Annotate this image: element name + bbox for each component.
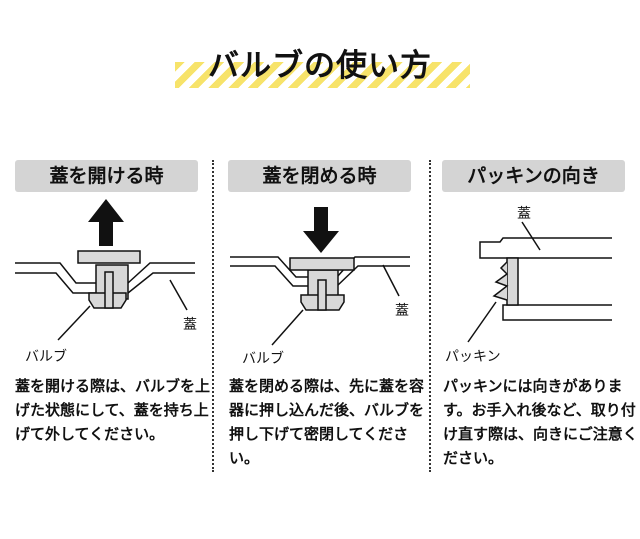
lid-label: 蓋: [183, 317, 197, 333]
heading-gasket: パッキンの向き: [442, 160, 625, 192]
lid-label: 蓋: [395, 303, 409, 319]
up-arrow-icon: [88, 199, 124, 246]
divider: [212, 160, 214, 472]
open-instructions: 蓋を開ける際は、バルブを上げた状態にして、蓋を持ち上げて外してください。: [15, 377, 211, 443]
title-stripe: [175, 62, 470, 88]
open-illustration: [15, 199, 195, 341]
gasket-illustration: [467, 221, 612, 343]
page-title: バルブの使い方: [208, 48, 432, 84]
gasket-instructions: パッキンには向きがあります。お手入れ後など、取り付け直す際は、向きにご注意くださ…: [443, 377, 638, 467]
gasket-label: パッキン: [445, 349, 501, 365]
divider: [429, 160, 431, 472]
heading-close: 蓋を閉める時: [228, 160, 411, 192]
valve-label: バルブ: [25, 349, 67, 365]
lid-label: 蓋: [517, 206, 531, 222]
heading-open: 蓋を開ける時: [15, 160, 198, 192]
down-arrow-icon: [303, 207, 339, 253]
valve-label: バルブ: [242, 351, 284, 367]
close-instructions: 蓋を閉める際は、先に蓋を容器に押し込んだ後、バルブを押し下げて密閉してください。: [229, 377, 425, 467]
close-illustration: [230, 207, 410, 346]
